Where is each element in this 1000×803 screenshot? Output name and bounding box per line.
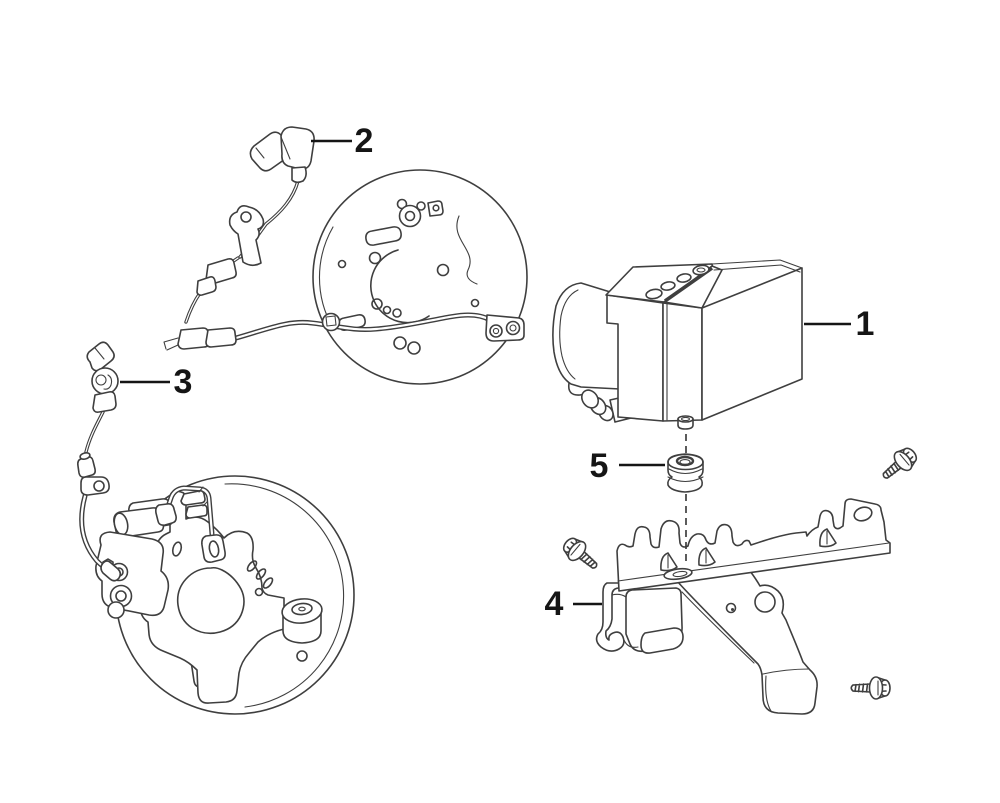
ecu-lid-edges — [711, 259, 803, 273]
sensor-connector — [86, 341, 115, 372]
cushion-grommet-drawing — [667, 453, 704, 493]
grommet-hole — [675, 455, 695, 467]
hose-bracket-pad — [201, 534, 226, 563]
top-port — [692, 264, 710, 276]
bracket-j-hook — [595, 582, 625, 652]
plate-hole — [368, 251, 382, 265]
valve-body-face — [662, 302, 703, 422]
callout-4-number: 4 — [545, 585, 564, 623]
callout-1-number: 1 — [856, 305, 875, 343]
hose-ferrule — [155, 503, 177, 526]
plate-hole — [371, 298, 383, 310]
harness-fork-end — [163, 337, 179, 351]
plate-hole — [382, 305, 392, 315]
bracket-hole-small — [725, 602, 737, 614]
clip-hole — [240, 211, 252, 223]
flange-bolt-top-right — [876, 442, 922, 487]
grommet-flange — [667, 453, 704, 471]
cable-clip-bracket — [228, 205, 265, 267]
callout-1: 1 — [804, 305, 874, 343]
callout-3-number: 3 — [174, 363, 193, 401]
cable-sleeve — [177, 327, 210, 350]
knuckle-hole — [254, 587, 264, 597]
pad-hole — [208, 540, 220, 558]
callout-3: 3 — [120, 363, 192, 401]
top-port — [676, 273, 692, 283]
rail-dart — [698, 547, 716, 567]
cable-sleeve — [196, 276, 217, 296]
upper-backing-plate-drawing — [312, 169, 528, 385]
callout-2: 2 — [311, 122, 373, 160]
sensor-boot — [291, 166, 307, 184]
callout-5: 5 — [590, 447, 665, 485]
rail-dart — [819, 528, 837, 548]
knuckle-slot — [262, 577, 274, 589]
callout-2-number: 2 — [355, 122, 374, 160]
bracket-lower-arm — [676, 570, 818, 715]
mounting-bracket-drawing — [595, 498, 891, 715]
callout-4: 4 — [545, 585, 602, 623]
bracket-hole — [754, 591, 776, 613]
rail-dart — [660, 552, 678, 572]
callout-5-number: 5 — [590, 447, 609, 485]
actuator-mount-nipple — [677, 415, 694, 430]
knuckle-slot — [246, 560, 258, 572]
plate-hole — [337, 259, 347, 269]
plate-hole — [407, 341, 421, 355]
flange-bolt-left — [558, 532, 604, 577]
knuckle-slot — [171, 541, 183, 557]
knuckle-slot — [255, 568, 267, 580]
plate-hole — [470, 298, 480, 308]
lower-plate-inner-rim — [224, 483, 345, 708]
hose-clip — [185, 504, 208, 519]
cable-sleeve — [77, 456, 96, 478]
caliper-boss — [107, 601, 125, 619]
cable-mount-tab — [80, 476, 110, 496]
abs-actuator-drawing — [552, 259, 803, 430]
plate-hole — [393, 336, 407, 350]
rail-fold-line — [617, 542, 890, 582]
plate-contour-line — [456, 215, 478, 285]
callouts-layer: 1 2 3 4 5 — [120, 122, 874, 623]
lower-brake-assembly-drawing — [79, 475, 355, 715]
lower-speed-sensor-drawing — [77, 341, 119, 496]
hose-clip — [180, 490, 206, 506]
plate-hole — [392, 308, 402, 318]
sensor-boss — [396, 198, 444, 228]
sensor-boot — [92, 391, 117, 413]
top-port — [645, 288, 663, 300]
plate-slot — [365, 226, 402, 246]
bracket-hook-tongue — [640, 627, 684, 654]
cable-sleeve — [205, 327, 237, 348]
knuckle-center-hole — [176, 566, 245, 635]
bushing-boss — [281, 598, 323, 662]
tab-hole — [93, 480, 105, 492]
top-port — [660, 281, 676, 291]
hose-end-fitting — [100, 560, 122, 582]
ecu-box-face — [701, 267, 803, 421]
flange-bolt-bottom-right — [850, 676, 891, 700]
rail-tab-hole — [853, 506, 873, 522]
plate-hole — [436, 263, 450, 277]
upper-speed-sensor-drawing — [163, 126, 525, 351]
